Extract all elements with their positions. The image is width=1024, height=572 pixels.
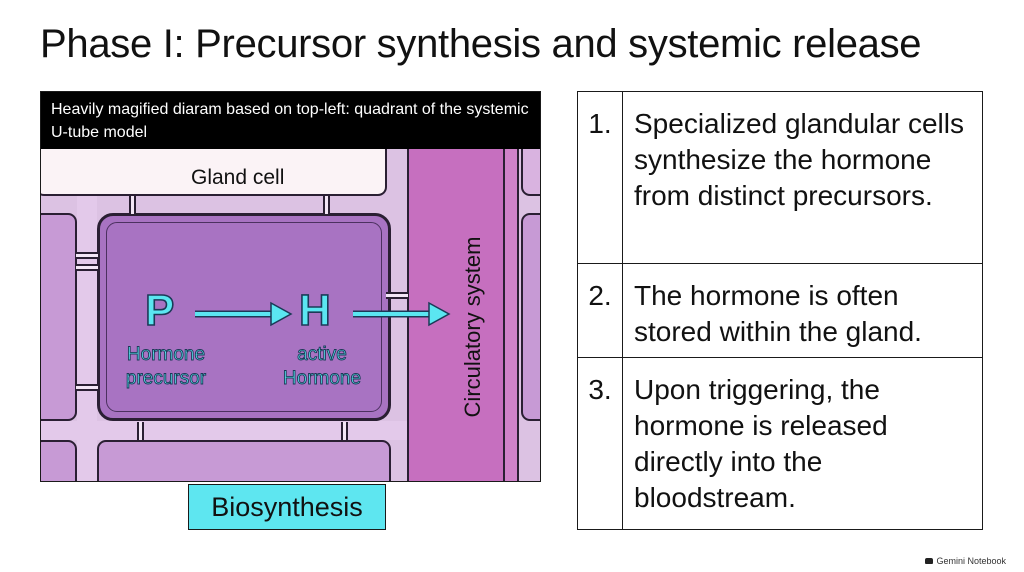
cell-junction	[76, 264, 98, 271]
hormone-label: active Hormone	[282, 344, 362, 390]
hormone-symbol: H	[298, 285, 331, 336]
neighbor-cell-right	[521, 213, 540, 421]
table-row: 1. Specialized glandular cells synthesiz…	[578, 92, 982, 264]
reaction-arrows	[195, 301, 451, 327]
steps-table: 1. Specialized glandular cells synthesiz…	[577, 91, 983, 530]
release-arrow	[353, 301, 451, 327]
table-row: 3. Upon triggering, the hormone is relea…	[578, 357, 982, 529]
page-title: Phase I: Precursor synthesis and systemi…	[40, 22, 922, 66]
precursor-label: Hormone precursor	[125, 344, 207, 390]
cell-junction	[76, 384, 98, 391]
intercellular-channel	[41, 421, 407, 440]
gland-cell-label: Gland cell	[191, 166, 285, 189]
neighbor-cell-bottom	[97, 440, 391, 481]
conversion-arrow	[195, 301, 293, 327]
step-text: Upon triggering, the hormone is released…	[634, 373, 888, 513]
table-row: 2. The hormone is often stored within th…	[578, 263, 982, 358]
footer-brand-label: Gemini Notebook	[936, 556, 1006, 566]
biosynthesis-badge: Biosynthesis	[188, 484, 386, 530]
step-number: 3.	[578, 357, 623, 529]
neighbor-cell-right-top	[521, 140, 540, 196]
cell-junction	[323, 196, 330, 214]
precursor-symbol: P	[144, 285, 175, 336]
cell-junction	[341, 422, 348, 440]
cell-junction	[386, 292, 408, 299]
gland-cell-top	[41, 140, 387, 196]
step-number: 2.	[578, 263, 623, 358]
neighbor-cell-bottom-left	[41, 440, 77, 481]
cell-junction	[137, 422, 144, 440]
neighbor-cell-left	[41, 213, 77, 421]
step-number: 1.	[578, 92, 623, 264]
step-text: The hormone is often stored within the g…	[622, 263, 982, 358]
circulatory-vessel-wall	[505, 140, 519, 481]
step-text: Specialized glandular cells synthesize t…	[622, 92, 982, 264]
diagram-caption: Heavily magified diaram based on top-lef…	[41, 92, 540, 149]
footer-brand: Gemini Notebook	[925, 556, 1006, 566]
cell-junction	[129, 196, 136, 214]
notebook-icon	[925, 558, 934, 564]
cell-junction	[76, 252, 98, 259]
cell-diagram: Heavily magified diaram based on top-lef…	[40, 91, 541, 482]
